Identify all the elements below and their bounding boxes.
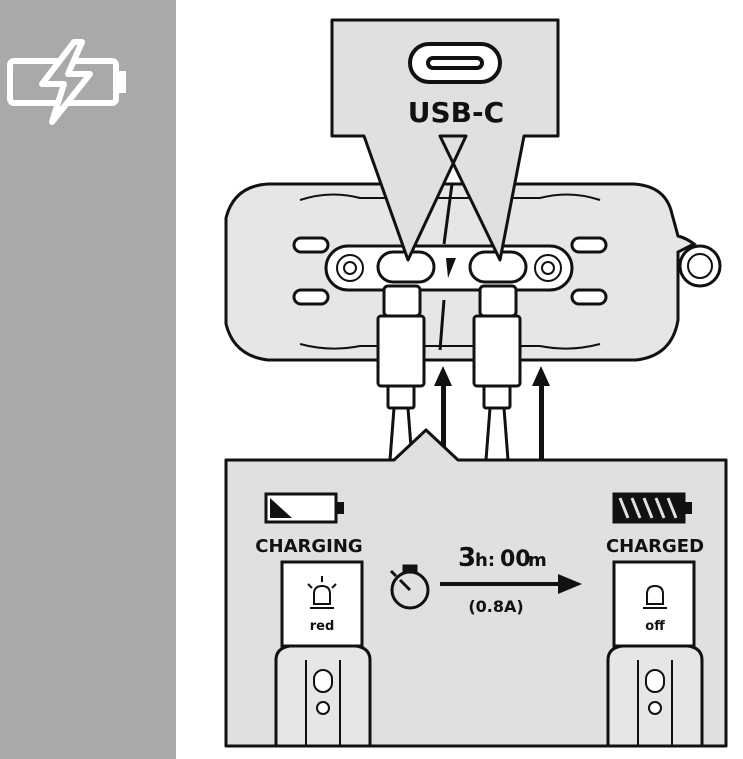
- stopwatch-icon: [389, 564, 430, 610]
- handle-charging: red: [274, 560, 372, 748]
- usb-c-callout: USB-C: [330, 18, 560, 262]
- progress-arrow: [440, 574, 582, 594]
- time-hours-unit: h:: [475, 550, 495, 571]
- current-label: (0.8A): [468, 597, 523, 616]
- led-status-red: red: [310, 619, 335, 634]
- led-lamp-icon: [307, 576, 337, 609]
- handle-charged: off: [606, 560, 704, 748]
- charging-label: CHARGING: [255, 536, 362, 557]
- charged-label: CHARGED: [606, 536, 704, 557]
- status-panel: CHARGING CHARGED 3 h: 00 m (0.8A): [224, 428, 728, 748]
- arrows-to-device: [434, 366, 550, 463]
- battery-charging-icon: [7, 39, 126, 125]
- time-minutes: 00: [500, 547, 531, 572]
- device-body: [224, 182, 722, 362]
- led-status-off: off: [645, 619, 665, 634]
- time-minutes-unit: m: [528, 550, 547, 571]
- usb-cables: [376, 284, 522, 461]
- battery-low-icon: [264, 492, 344, 524]
- led-lamp-icon: [643, 584, 667, 609]
- battery-full-icon: [612, 492, 692, 524]
- sidebar: [0, 0, 176, 759]
- time-hours: 3: [458, 543, 476, 573]
- usb-c-label: USB-C: [408, 96, 504, 129]
